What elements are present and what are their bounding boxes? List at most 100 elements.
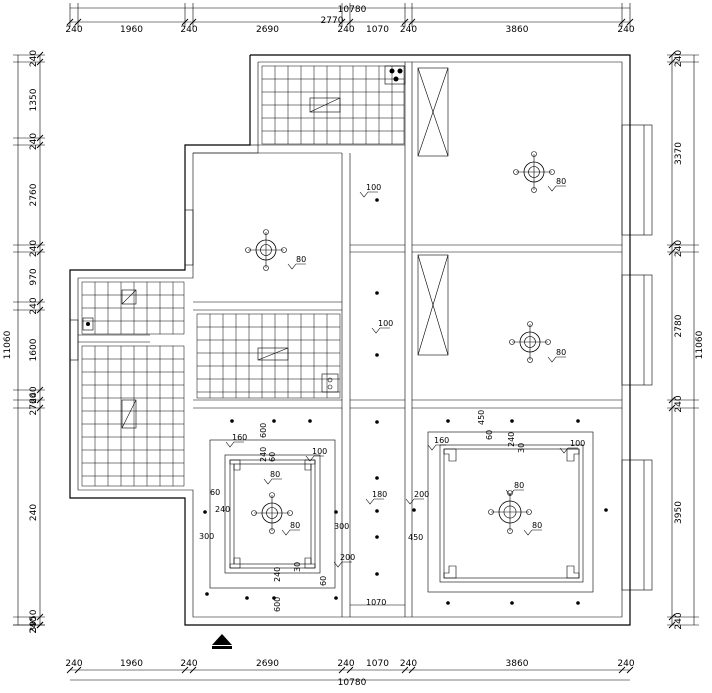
downlight-icon xyxy=(510,419,514,423)
ceiling-light-icon xyxy=(245,229,287,271)
downlight-icon xyxy=(375,353,379,357)
downlight-icon xyxy=(576,419,580,423)
downlight-icon xyxy=(510,601,514,605)
left-dimension-segment: 240 xyxy=(29,386,39,403)
downlight-icon xyxy=(334,596,338,600)
level-markers xyxy=(225,185,578,568)
level-marker-icon xyxy=(505,489,524,496)
right-dimension-segment: 3950 xyxy=(674,501,684,524)
ceiling-light-icon xyxy=(509,321,551,363)
left-dimension-segment: 240 xyxy=(29,133,39,150)
level-marker-icon xyxy=(547,185,566,192)
top-dimension-segment: 240 xyxy=(617,25,634,35)
bottom-dimension-segment: 1070 xyxy=(366,659,389,669)
downlight-icon xyxy=(308,419,312,423)
level-marker-icon xyxy=(365,498,384,505)
left-dimension-segment: 240 xyxy=(29,50,39,67)
living-ceiling-left xyxy=(209,439,336,589)
left-dimension-segment: 240 xyxy=(29,504,39,521)
bottom-dimension-segment: 3860 xyxy=(506,659,529,669)
label-240-top-right-vertical: 240 xyxy=(507,432,516,447)
label-100-living-left: 100 xyxy=(312,447,327,456)
tile-grids xyxy=(81,65,405,487)
top-dimension-segment: 2690 xyxy=(256,25,279,35)
label-80-living-left-top: 80 xyxy=(270,470,280,479)
downlight-icon xyxy=(375,535,379,539)
ceiling-light-icon xyxy=(513,151,555,193)
level-marker-icon xyxy=(427,444,446,451)
downlight-icon xyxy=(230,419,234,423)
bottom-total-dimension: 10780 xyxy=(338,678,367,688)
downlight-icon xyxy=(272,596,276,600)
downlights xyxy=(203,198,608,605)
downlight-icon xyxy=(272,419,276,423)
level-marker-icon xyxy=(287,263,306,270)
downlight-icon xyxy=(604,508,608,512)
downlight-icon xyxy=(245,596,249,600)
right-dimension-segment: 240 xyxy=(674,612,684,629)
walls xyxy=(69,54,631,626)
bottom-dimension-segment: 240 xyxy=(617,659,634,669)
label-30-top-right-vertical: 30 xyxy=(517,443,526,453)
top-dimension-segment: 3860 xyxy=(506,25,529,35)
bottom-dimension-segment: 240 xyxy=(400,659,417,669)
top-dimension-segment: 1960 xyxy=(120,25,143,35)
downlight-icon xyxy=(375,291,379,295)
top-dimension-segment: 240 xyxy=(65,25,82,35)
label-80-living-right-top: 80 xyxy=(514,481,524,490)
label-600-bottom-vertical: 600 xyxy=(273,597,282,612)
downlight-icon xyxy=(203,510,207,514)
label-600-top-vertical: 600 xyxy=(259,423,268,438)
right-dimension-segment: 240 xyxy=(674,50,684,67)
top-dimension-segment: 240 xyxy=(400,25,417,35)
label-60-bottom-vertical: 60 xyxy=(319,576,328,586)
label-240-bottom-vertical: 240 xyxy=(273,567,282,582)
level-marker-icon xyxy=(263,478,282,485)
ceiling-light-icon xyxy=(251,492,293,534)
label-80-living-left-bottom: 80 xyxy=(290,521,300,530)
bottom-dimension-segment: 240 xyxy=(65,659,82,669)
label-80-bedroom1: 80 xyxy=(556,177,566,186)
level-marker-icon xyxy=(305,455,324,462)
tile-area xyxy=(81,345,185,487)
sink-icon xyxy=(321,373,339,393)
level-marker-icon xyxy=(371,327,390,334)
left-dimension-segment: 1600 xyxy=(29,338,39,361)
level-marker-icon xyxy=(547,356,566,363)
label-240-top-vertical: 240 xyxy=(259,447,268,462)
level-marker-icon xyxy=(359,191,378,198)
label-450-right: 450 xyxy=(408,533,423,542)
left-dimension-segment: 2760 xyxy=(29,183,39,206)
level-marker-icon xyxy=(333,561,352,568)
label-450-top-vertical: 450 xyxy=(477,410,486,425)
tile-area xyxy=(196,313,341,399)
wardrobes xyxy=(417,67,449,356)
label-160-right: 160 xyxy=(434,436,449,445)
floor-drain-icon xyxy=(82,317,94,331)
slope-arrows xyxy=(121,97,341,429)
downlight-icon xyxy=(446,419,450,423)
downlight-icon xyxy=(375,572,379,576)
level-marker-icon xyxy=(405,498,424,505)
label-80-study: 80 xyxy=(296,255,306,264)
label-80-living-right-bottom: 80 xyxy=(532,521,542,530)
right-dimension-segment: 3370 xyxy=(674,142,684,165)
label-30-bottom-vertical: 30 xyxy=(293,562,302,572)
right-total-dimension: 11060 xyxy=(695,330,705,359)
label-200-center: 200 xyxy=(414,490,429,499)
left-total-dimension: 11060 xyxy=(3,330,13,359)
label-60-top-vertical: 60 xyxy=(268,452,277,462)
bottom-dimension-segment: 240 xyxy=(180,659,197,669)
left-dimension-segment: 1350 xyxy=(29,88,39,111)
top-dimension-segment: 240 xyxy=(337,25,354,35)
top-dimension-segment: 1070 xyxy=(366,25,389,35)
right-dimension-segment: 240 xyxy=(674,395,684,412)
level-marker-icon xyxy=(523,529,542,536)
entrance-arrow-icon xyxy=(212,634,232,649)
label-300-left: 300 xyxy=(199,532,214,541)
left-dimension-segment: 240 xyxy=(29,297,39,314)
